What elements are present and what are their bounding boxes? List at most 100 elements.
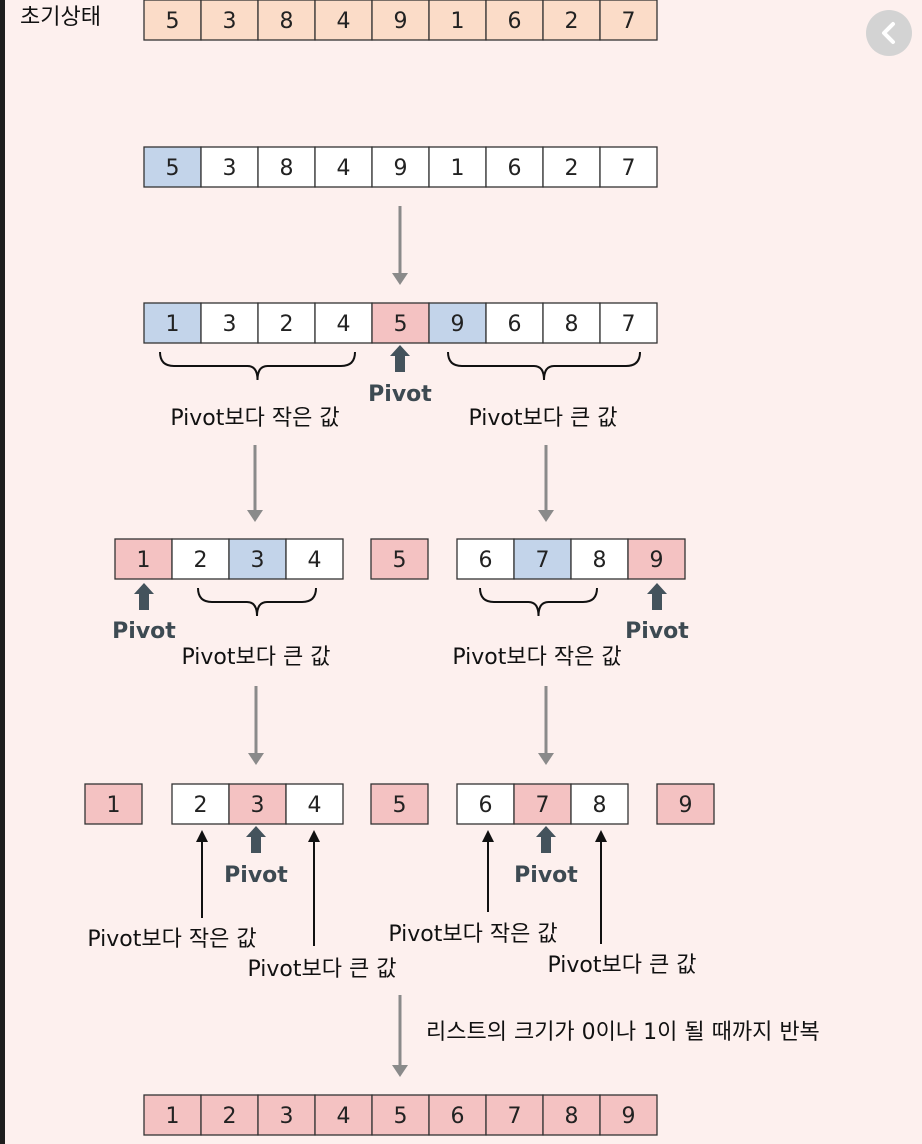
row-initial-value-5: 9 [394,9,408,34]
row-initial-value-7: 6 [508,9,522,34]
row-partition-1-cell-3 [257,302,316,344]
arrow-step-1-head [392,273,408,285]
row-partition-1-value-8: 8 [565,312,579,337]
row-sorted-value-7: 7 [508,1104,522,1129]
row-sorted-cell-7 [485,1094,544,1136]
back-button[interactable] [866,10,912,56]
row-initial-cell-3 [257,0,316,41]
row-partition-3-b-cell-3 [285,783,344,825]
row-sorted-cell-6 [428,1094,487,1136]
row-partition-3-e-value-1: 9 [679,793,693,818]
row-partition-2-left-cell-2 [171,538,230,580]
row-sorted-value-8: 8 [565,1104,579,1129]
row-partition-1-cell-4 [314,302,373,344]
row-select-pivot-value-4: 4 [337,156,351,181]
row-partition-3-a-cell-1 [84,783,143,825]
row-initial-value-4: 4 [337,9,351,34]
row-partition-1-cell-5 [371,302,430,344]
row-partition-1-value-1: 1 [166,312,180,337]
repeat-note: 리스트의 크기가 0이나 1이 될 때까지 반복 [426,1020,820,1045]
pivot-arrow-2a [134,583,154,610]
row-partition-2-left-cell-4 [285,538,344,580]
row-partition-1-value-9: 7 [622,312,636,337]
pivot-label-1: Pivot [368,382,432,407]
row-sorted-cell-5 [371,1094,430,1136]
row-partition-2-left-value-1: 1 [137,548,151,573]
row-partition-1-value-6: 9 [451,312,465,337]
row-partition-3-d-value-1: 6 [479,793,493,818]
row-partition-3-c-value-1: 5 [393,793,407,818]
row-sorted-cell-4 [314,1094,373,1136]
row-select-pivot-value-9: 7 [622,156,636,181]
row-partition-3-b-cell-1 [171,783,230,825]
left-edge-bar [0,0,5,1144]
row-partition-2-left-value-3: 3 [251,548,265,573]
row-select-pivot-value-1: 5 [166,156,180,181]
row-partition-3-b-cell-2 [228,783,287,825]
row-sorted-value-2: 2 [223,1104,237,1129]
row-partition-3-d-value-2: 7 [536,793,550,818]
row-initial-cell-6 [428,0,487,41]
row-initial-cell-7 [485,0,544,41]
brace-smaller-1 [159,351,356,381]
label-smaller-2: Pivot보다 작은 값 [452,645,621,670]
row-select-pivot-value-8: 2 [565,156,579,181]
row-sorted-value-6: 6 [451,1104,465,1129]
row-partition-1-value-2: 3 [223,312,237,337]
row-initial-cell-2 [200,0,259,41]
row-select-pivot-value-3: 8 [280,156,294,181]
row-select-pivot-value-6: 1 [451,156,465,181]
row-sorted-value-4: 4 [337,1104,351,1129]
row-partition-1-cell-7 [485,302,544,344]
row-select-pivot-cell-7 [485,146,544,188]
row-partition-2-right-cell-4 [627,538,686,580]
arrow-smaller-3a-head [196,830,208,842]
row-select-pivot-cell-3 [257,146,316,188]
row-partition-3-c-cell-1 [370,783,429,825]
brace-smaller-2 [479,587,598,617]
row-initial-value-1: 5 [166,9,180,34]
row-partition-2-right-cell-2 [513,538,572,580]
row-sorted-cell-2 [200,1094,259,1136]
row-initial-cell-8 [542,0,601,41]
pivot-arrow-1 [390,345,410,372]
row-partition-2-left-value-4: 4 [308,548,322,573]
row-partition-3-d-cell-1 [456,783,515,825]
title-initial-state: 초기상태 [20,5,101,30]
row-partition-3-d-cell-3 [570,783,629,825]
label-smaller-3b: Pivot보다 작은 값 [388,922,557,947]
row-initial-cell-5 [371,0,430,41]
label-smaller-1: Pivot보다 작은 값 [170,406,339,431]
label-larger-3a: Pivot보다 큰 값 [248,957,397,982]
row-sorted-cell-9 [599,1094,658,1136]
row-partition-2-right-cell-3 [570,538,629,580]
brace-larger-2 [197,587,317,617]
label-larger-2: Pivot보다 큰 값 [182,645,331,670]
arrow-left-3-head [248,753,264,765]
row-partition-1-cell-6 [428,302,487,344]
row-partition-1-cell-1 [143,302,202,344]
brace-larger-1 [447,351,641,381]
arrow-left-2-head [247,510,263,522]
row-select-pivot-cell-2 [200,146,259,188]
row-partition-1-value-7: 6 [508,312,522,337]
row-partition-2-left-value-2: 2 [194,548,208,573]
row-partition-3-e-cell-1 [656,783,715,825]
pivot-label-3b: Pivot [514,863,578,888]
row-partition-1-value-3: 2 [280,312,294,337]
pivot-arrow-3b [536,826,556,853]
row-sorted-cell-3 [257,1094,316,1136]
row-initial-cell-1 [143,0,202,41]
pivot-arrow-3a [246,826,266,853]
row-partition-3-d-value-3: 8 [593,793,607,818]
row-select-pivot-value-5: 9 [394,156,408,181]
row-partition-2-left-cell-1 [114,538,173,580]
row-select-pivot-value-2: 3 [223,156,237,181]
row-partition-3-d-cell-2 [513,783,572,825]
row-sorted-value-1: 1 [166,1104,180,1129]
row-partition-1-value-5: 5 [394,312,408,337]
row-select-pivot-value-7: 6 [508,156,522,181]
label-larger-3b: Pivot보다 큰 값 [548,953,697,978]
arrow-repeat-head [392,1065,408,1077]
